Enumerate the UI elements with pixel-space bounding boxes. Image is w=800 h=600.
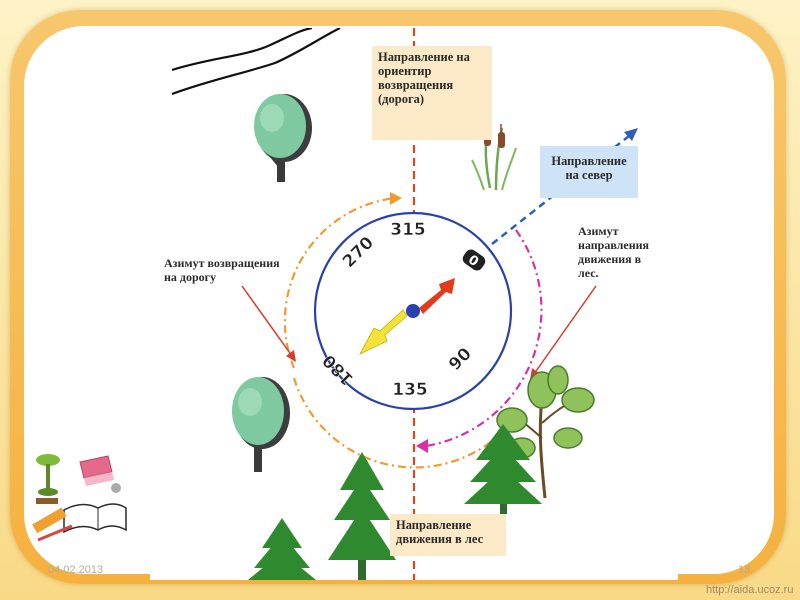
label-forest-direction: Направление движения в лес <box>390 514 506 556</box>
azimuth-return-arc <box>283 192 509 469</box>
footer-date: 04.02.2013 <box>48 564 104 576</box>
fir-tree-icon <box>464 424 542 514</box>
road-icon <box>171 26 341 96</box>
compass: 315 270 180 90 135 0 <box>313 211 513 411</box>
label-return-direction: Направление на ориентир возвращения (дор… <box>372 46 492 140</box>
footer-url[interactable]: http://aida.ucoz.ru <box>706 584 794 596</box>
orienteering-illustration: 315 270 180 90 135 0 <box>150 26 678 580</box>
fir-tree-icon <box>248 518 316 580</box>
footer-page-number: 13 <box>738 564 751 576</box>
tree-icon <box>254 94 312 182</box>
fir-tree-icon <box>328 452 396 580</box>
label-azimuth-forest: Азимут направления движения в лес. <box>578 224 650 280</box>
orienteering-diagram: 315 270 180 90 135 0 <box>171 26 638 580</box>
desk-clipart-icon <box>28 450 128 550</box>
compass-mark-315: 315 <box>390 220 426 240</box>
compass-mark-0: 0 <box>462 249 486 271</box>
azimuth-forest-arc <box>416 229 543 453</box>
compass-needle <box>359 278 455 355</box>
label-azimuth-return: Азимут возвращения на дорогу <box>164 256 280 284</box>
tree-icon <box>232 377 290 472</box>
compass-mark-135: 135 <box>392 380 428 400</box>
label-north-direction: Направление на север <box>540 146 638 198</box>
